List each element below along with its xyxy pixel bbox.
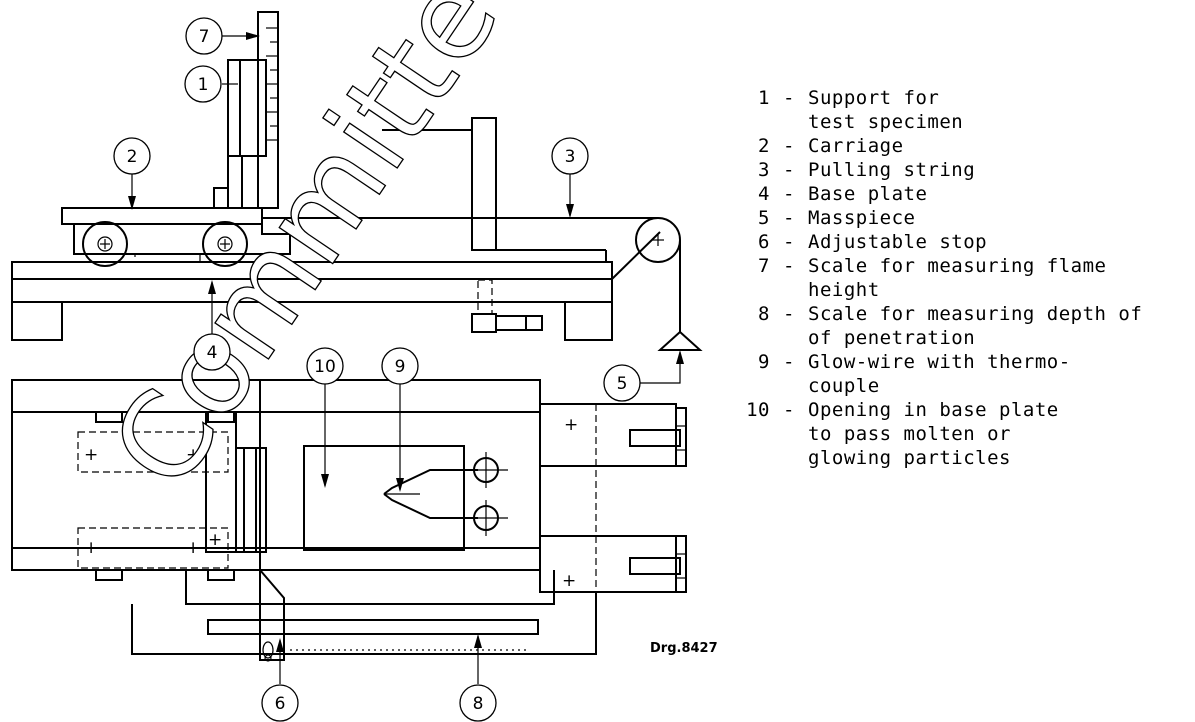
plan-view: + + + + + + [11,379,687,662]
callout-5: 5 [603,350,684,402]
legend-continuation: couple [808,375,880,397]
legend-number: 2 [758,135,770,157]
legend-text: Opening in base plate [808,399,1059,421]
carriage-side [61,207,291,267]
svg-text:+: + [84,538,98,558]
callout-7: 7 [185,17,260,55]
legend-continuation: glowing particles [808,447,1011,469]
svg-text:+: + [186,538,200,558]
callout-number: 10 [314,357,336,377]
legend-item: 10-Opening in base plate [740,398,1190,422]
clamps-plan: + + [539,403,687,593]
legend-continuation: test specimen [808,111,964,133]
legend-item: 9-Glow-wire with thermo- [740,350,1190,374]
opening-in-base-plate [303,445,465,551]
legend-item: 5-Masspiece [740,206,1190,230]
callouts: 1 2 3 4 5 6 [113,17,684,722]
legend-text: Carriage [808,135,904,157]
svg-text:+: + [186,445,200,465]
side-view [11,11,703,351]
base-plate-side [11,261,613,341]
legend-item: 3-Pulling string [740,158,1190,182]
callout-number: 8 [473,694,484,714]
callout-number: 1 [198,75,209,95]
legend-dash: - [783,255,795,277]
legend-dash: - [783,159,795,181]
callout-3: 3 [551,137,589,218]
callout-1: 1 [184,65,238,103]
legend-dash: - [783,183,795,205]
callout-number: 7 [199,27,210,47]
legend-dash: - [783,135,795,157]
legend-dash: - [783,303,795,325]
legend-text: Pulling string [808,159,976,181]
legend-dash: - [783,231,795,253]
penetration-scale [131,570,597,655]
legend-text: Adjustable stop [808,231,988,253]
legend-number: 1 [758,87,770,109]
pulley-and-masspiece [262,217,703,351]
legend-number: 8 [758,303,770,325]
glow-wire-plan [383,452,508,536]
legend-dash: - [783,399,795,421]
svg-text:+: + [208,530,222,550]
legend-continuation: height [808,279,880,301]
legend-text: Scale for measuring flame [808,255,1107,277]
legend-text: Scale for measuring depth of [808,303,1143,325]
legend-item: 2-Carriage [740,134,1190,158]
callout-number: 6 [275,694,286,714]
callout-10: 10 [306,347,344,488]
legend-dash: - [783,207,795,229]
legend-text: Glow-wire with thermo- [808,351,1071,373]
legend-number: 4 [758,183,770,205]
legend-item: 8-Scale for measuring depth of [740,302,1190,326]
legend-continuation: to pass molten or [808,423,1011,445]
legend-number: 6 [758,231,770,253]
legend-item: 6-Adjustable stop [740,230,1190,254]
legend-number: 5 [758,207,770,229]
legend-number: 7 [758,255,770,277]
legend-text: Base plate [808,183,928,205]
callout-number: 9 [395,357,406,377]
glow-wire-holder-side [382,117,607,333]
adjustable-stop [259,567,285,662]
specimen-support-side [213,59,267,209]
legend-dash: - [783,87,795,109]
callout-8: 8 [459,634,497,722]
callout-number: 2 [127,147,138,167]
callout-2: 2 [113,137,151,210]
callout-9: 9 [381,347,419,492]
legend-text: Masspiece [808,207,916,229]
callout-number: 4 [207,343,218,363]
legend-number: 9 [758,351,770,373]
svg-text:+: + [562,571,576,591]
legend-continuation: of penetration [808,327,976,349]
flame-height-scale [257,11,279,209]
legend-dash: - [783,351,795,373]
carriage-plan: + + + + + [77,380,267,581]
legend-number: 3 [758,159,770,181]
legend-text: Support for [808,87,940,109]
callout-4: 4 [193,280,231,371]
legend-number: 10 [746,399,770,421]
callout-6: 6 [261,638,299,722]
drawing-number: Drg.8427 [650,641,718,656]
legend-item: 7-Scale for measuring flame [740,254,1190,278]
legend-item: 4-Base plate [740,182,1190,206]
legend-item: 1-Support for [740,86,1190,110]
callout-number: 3 [565,147,576,167]
callout-number: 5 [617,374,628,394]
svg-text:+: + [564,415,578,435]
svg-text:+: + [84,445,98,465]
